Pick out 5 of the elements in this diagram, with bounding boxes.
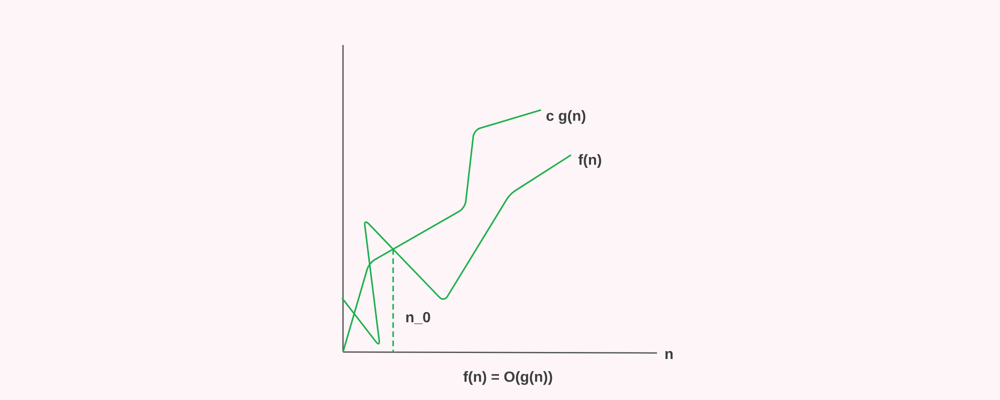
threshold-label: n_0 — [406, 312, 430, 324]
curve-label: f(n) — [578, 154, 602, 168]
axis-label: n — [665, 351, 673, 359]
caption: f(n) = O(g(n)) — [463, 371, 552, 385]
curve-label: c g(n) — [546, 110, 586, 124]
